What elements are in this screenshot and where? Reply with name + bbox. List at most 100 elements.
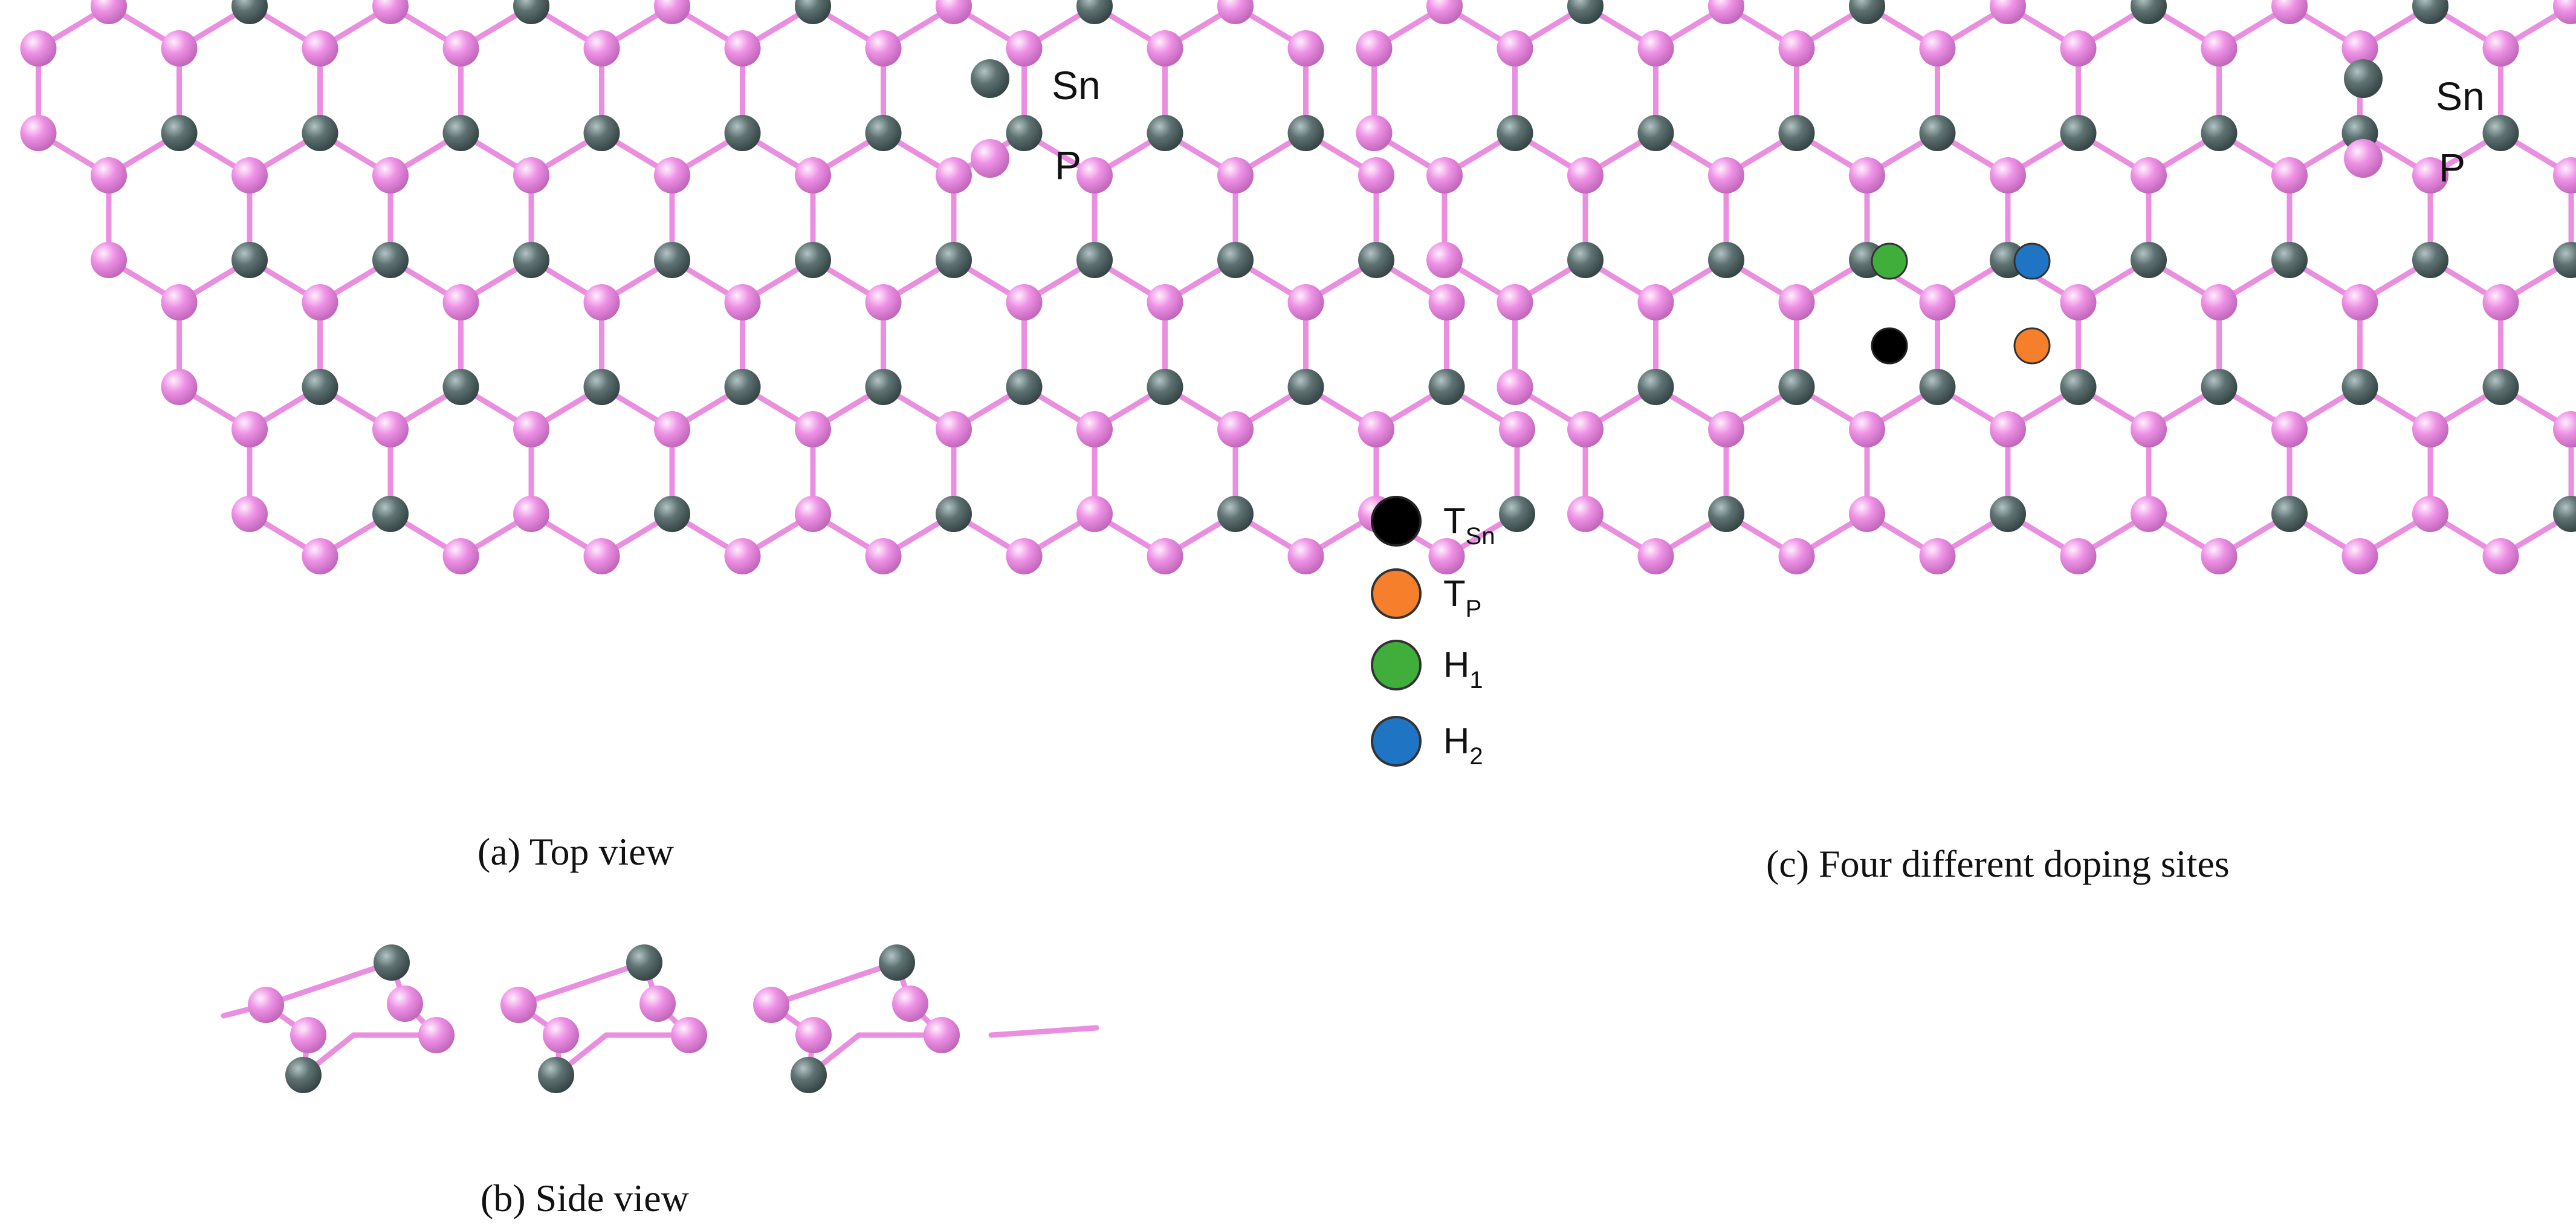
p-atom (1990, 157, 2026, 193)
p-atom (724, 284, 761, 320)
bond (516, 960, 647, 1008)
doping-site-markers (1871, 242, 2051, 365)
atom-legend-a: Sn P (971, 59, 1101, 187)
sn-atom (654, 242, 690, 278)
p-atom (795, 411, 831, 447)
h2-legend-icon (1371, 716, 1422, 767)
p-atom (1849, 411, 1885, 447)
p-atom (1358, 157, 1394, 193)
p-atom (1919, 30, 1956, 67)
p-atom (2271, 0, 2308, 24)
sn-atom (2060, 115, 2097, 151)
p-atom (442, 284, 479, 320)
p-atom (1426, 157, 1463, 193)
p-atom (2412, 411, 2448, 447)
p-atom (2131, 496, 2167, 532)
p-atom (1076, 157, 1113, 193)
p-atom (2553, 157, 2576, 193)
p-atom (924, 1017, 960, 1053)
sn-atom (442, 115, 479, 151)
p-atom (1778, 284, 1815, 320)
sn-atom (2271, 496, 2308, 532)
sn-atom (2060, 369, 2097, 405)
p-atom (2412, 157, 2448, 193)
sn-atom (654, 496, 690, 532)
p-atom (513, 157, 549, 193)
sn-atom (2553, 496, 2576, 532)
sn-atom (1708, 242, 1744, 278)
p-atom (2553, 0, 2576, 24)
sn-atom (583, 115, 620, 151)
sn-atom (936, 496, 972, 532)
sn-atom (626, 944, 662, 981)
sn-atom (513, 242, 549, 278)
p-atom (372, 157, 409, 193)
sn-atom (1217, 242, 1254, 278)
p-atom (865, 30, 902, 67)
sn-atom (1708, 496, 1744, 532)
p-atom (1358, 411, 1394, 447)
p-atom (2553, 411, 2576, 447)
p-atom (654, 411, 690, 447)
p-legend-label: P (2439, 145, 2465, 190)
atom-legend-c: Sn P (2344, 59, 2485, 190)
sn-atom (442, 369, 479, 405)
p-atom (161, 369, 198, 405)
sn-atom (2131, 0, 2167, 24)
p-atom (2131, 157, 2167, 193)
sn-atom (1147, 369, 1183, 405)
p-atom (1217, 0, 1254, 24)
sn-atom (1428, 369, 1465, 405)
sn-atom (2412, 0, 2448, 24)
sn-atom (285, 1057, 322, 1093)
sn-atom (1637, 369, 1674, 405)
p-atom (654, 0, 690, 24)
p-legend-label: P (1055, 143, 1081, 187)
p-atom (1287, 538, 1324, 574)
sn-atom (1287, 115, 1324, 151)
p-atom (583, 284, 620, 320)
p-atom (1426, 0, 1463, 24)
sn-atom (1990, 496, 2026, 532)
p-atom (936, 411, 972, 447)
p-atom (2341, 30, 2378, 67)
p-atom (1637, 284, 1674, 320)
p-atom (2341, 538, 2378, 574)
doping-sites-lattice (1356, 0, 2576, 574)
sn-legend-label: Sn (1052, 63, 1101, 108)
p-atom (1426, 242, 1463, 278)
sn-atom (1567, 0, 1604, 24)
sn-atom (372, 242, 409, 278)
p-atom (1708, 411, 1744, 447)
sn-atom (1358, 242, 1394, 278)
p-atom (1849, 157, 1885, 193)
p-atom (1428, 284, 1465, 320)
p-atom (1287, 30, 1324, 67)
sn-atom (1076, 0, 1113, 24)
sn-atom (1849, 0, 1885, 24)
p-atom (2271, 411, 2308, 447)
p-atom (20, 30, 57, 67)
p-atom (1147, 538, 1183, 574)
p-atom (1006, 538, 1043, 574)
sn-atom (1147, 115, 1183, 151)
site-marker-h2 (2013, 242, 2051, 280)
h1-legend-icon (1371, 640, 1422, 690)
caption-side-view: (b) Side view (481, 1177, 689, 1220)
sn-atom (865, 115, 902, 151)
p-atom (372, 0, 409, 24)
sn-atom (1567, 242, 1604, 278)
p-atom (418, 1017, 455, 1053)
p-atom (1708, 0, 1744, 24)
p-atom (1919, 284, 1956, 320)
sn-atom (795, 0, 831, 24)
sn-atom (1006, 115, 1043, 151)
sn-atom (2553, 242, 2576, 278)
p-atom (1497, 30, 1533, 67)
sn-atom (231, 0, 268, 24)
caption-top-view: (a) Top view (477, 830, 674, 873)
p-atom (671, 1017, 707, 1053)
p-atom (372, 411, 409, 447)
p-atom (865, 538, 902, 574)
p-atom (442, 30, 479, 67)
